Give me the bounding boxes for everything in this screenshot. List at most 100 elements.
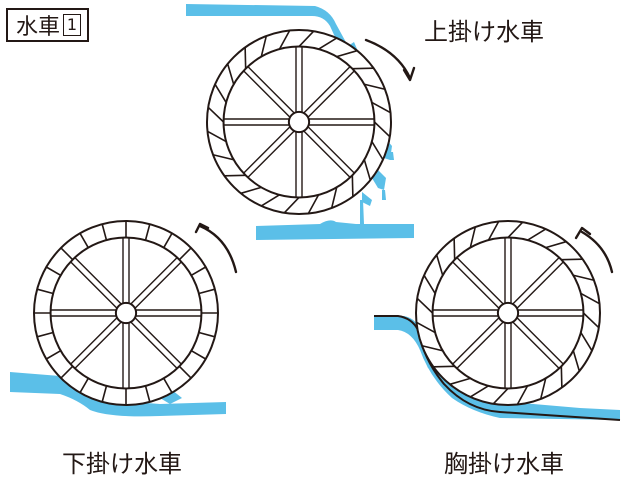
wheel-paddle bbox=[36, 288, 54, 295]
wheel-bucket bbox=[507, 221, 524, 239]
wheel-bucket bbox=[421, 344, 443, 352]
diagram-title: 水車 1 bbox=[6, 8, 90, 42]
wheel-bucket bbox=[469, 385, 489, 398]
wheel-spoke bbox=[134, 317, 182, 365]
wheel-paddle bbox=[198, 331, 216, 338]
wheel-bucket bbox=[330, 187, 338, 209]
wheel-paddle bbox=[45, 350, 62, 360]
wheel-spoke bbox=[516, 261, 564, 309]
wheel-paddle bbox=[144, 223, 151, 241]
wheel-bucket bbox=[453, 238, 456, 260]
wheel-spoke bbox=[303, 130, 351, 178]
wheel-bucket bbox=[560, 366, 563, 388]
title-text: 水車 bbox=[16, 15, 61, 40]
wheel-bucket bbox=[539, 378, 547, 400]
wheel-bucket bbox=[416, 321, 436, 334]
overshot-rotation-arrow bbox=[364, 38, 416, 82]
wheel-paddle bbox=[45, 266, 62, 276]
wheel-spoke bbox=[74, 257, 122, 305]
wheel-bucket bbox=[435, 254, 444, 276]
breastshot-label: 胸掛け水車 bbox=[444, 450, 564, 478]
wheel-spoke bbox=[247, 130, 295, 178]
wheel-bucket bbox=[352, 67, 374, 70]
wheel-bucket bbox=[336, 49, 358, 58]
wheel-spoke bbox=[307, 70, 355, 118]
wheel-bucket bbox=[572, 350, 581, 372]
wheel-bucket bbox=[371, 101, 391, 114]
wheel-bucket bbox=[545, 240, 567, 249]
wheel-bucket bbox=[226, 63, 235, 85]
wheel-hub bbox=[496, 301, 520, 325]
wheel-paddle bbox=[101, 223, 108, 241]
wheel-bucket bbox=[580, 292, 600, 305]
wheel-bucket bbox=[582, 312, 600, 329]
wheel-bucket bbox=[580, 332, 593, 352]
wheel-paddle bbox=[198, 288, 216, 295]
overshot-water bbox=[186, 4, 414, 240]
wheel-bucket bbox=[527, 228, 547, 241]
wheel-paddle bbox=[79, 232, 89, 249]
wheel-paddle bbox=[60, 365, 74, 379]
wheel-bucket bbox=[433, 365, 455, 368]
wheel-bucket bbox=[318, 37, 338, 50]
title-number: 1 bbox=[63, 14, 82, 36]
wheel-paddle bbox=[178, 365, 192, 379]
wheel-bucket bbox=[207, 106, 225, 123]
wheel-bucket bbox=[260, 35, 268, 57]
wheel-spoke bbox=[512, 257, 560, 305]
breastshot-wheel bbox=[415, 220, 601, 406]
wheel-bucket bbox=[364, 83, 386, 91]
wheel-paddle bbox=[163, 377, 173, 394]
wheel-bucket bbox=[561, 258, 583, 261]
wheel-spoke bbox=[74, 321, 122, 369]
wheel-bucket bbox=[212, 153, 234, 161]
overshot-wheel bbox=[206, 29, 392, 215]
wheel-spoke bbox=[303, 66, 351, 114]
wheel-bucket bbox=[573, 274, 595, 282]
wheel-bucket bbox=[449, 377, 471, 386]
undershot-label: 下掛け水車 bbox=[62, 450, 182, 478]
wheel-spoke bbox=[243, 126, 291, 174]
wheel-spoke bbox=[516, 317, 564, 365]
wheel-bucket bbox=[214, 83, 227, 103]
wheel-bucket bbox=[240, 186, 262, 195]
undershot-rotation-arrow bbox=[194, 222, 238, 274]
wheel-spoke bbox=[70, 317, 118, 365]
wheel-paddle bbox=[79, 377, 89, 394]
wheel-spoke bbox=[452, 261, 500, 309]
wheel-paddle bbox=[144, 385, 151, 403]
wheel-spoke bbox=[243, 70, 291, 118]
wheel-bucket bbox=[351, 175, 354, 197]
wheel-spoke bbox=[307, 126, 355, 174]
overshot-label: 上掛け水車 bbox=[424, 18, 544, 46]
wheel-bucket bbox=[373, 121, 391, 138]
wheel-bucket bbox=[298, 30, 315, 48]
wheel-spoke bbox=[247, 66, 295, 114]
wheel-bucket bbox=[423, 274, 436, 294]
wheel-bucket bbox=[278, 30, 291, 50]
wheel-hub bbox=[114, 301, 138, 325]
undershot-wheel bbox=[33, 220, 219, 406]
wheel-hub bbox=[287, 110, 311, 134]
wheel-bucket bbox=[371, 141, 384, 161]
wheel-paddle bbox=[101, 385, 108, 403]
wheel-spoke bbox=[70, 261, 118, 309]
wheel-bucket bbox=[516, 385, 529, 405]
wheel-spoke bbox=[512, 321, 560, 369]
wheel-paddle bbox=[190, 350, 207, 360]
wheel-bucket bbox=[224, 174, 246, 177]
wheel-spoke bbox=[130, 257, 178, 305]
wheel-bucket bbox=[283, 196, 300, 214]
wheel-spoke bbox=[452, 317, 500, 365]
wheel-spoke bbox=[134, 261, 182, 309]
wheel-bucket bbox=[307, 194, 320, 214]
wheel-bucket bbox=[492, 387, 509, 405]
wheel-bucket bbox=[207, 130, 227, 143]
wheel-bucket bbox=[260, 194, 280, 207]
wheel-paddle bbox=[36, 331, 54, 338]
wheel-bucket bbox=[363, 159, 372, 181]
wheel-paddle bbox=[163, 232, 173, 249]
wheel-paddle bbox=[190, 266, 207, 276]
breastshot-rotation-arrow bbox=[574, 226, 614, 274]
